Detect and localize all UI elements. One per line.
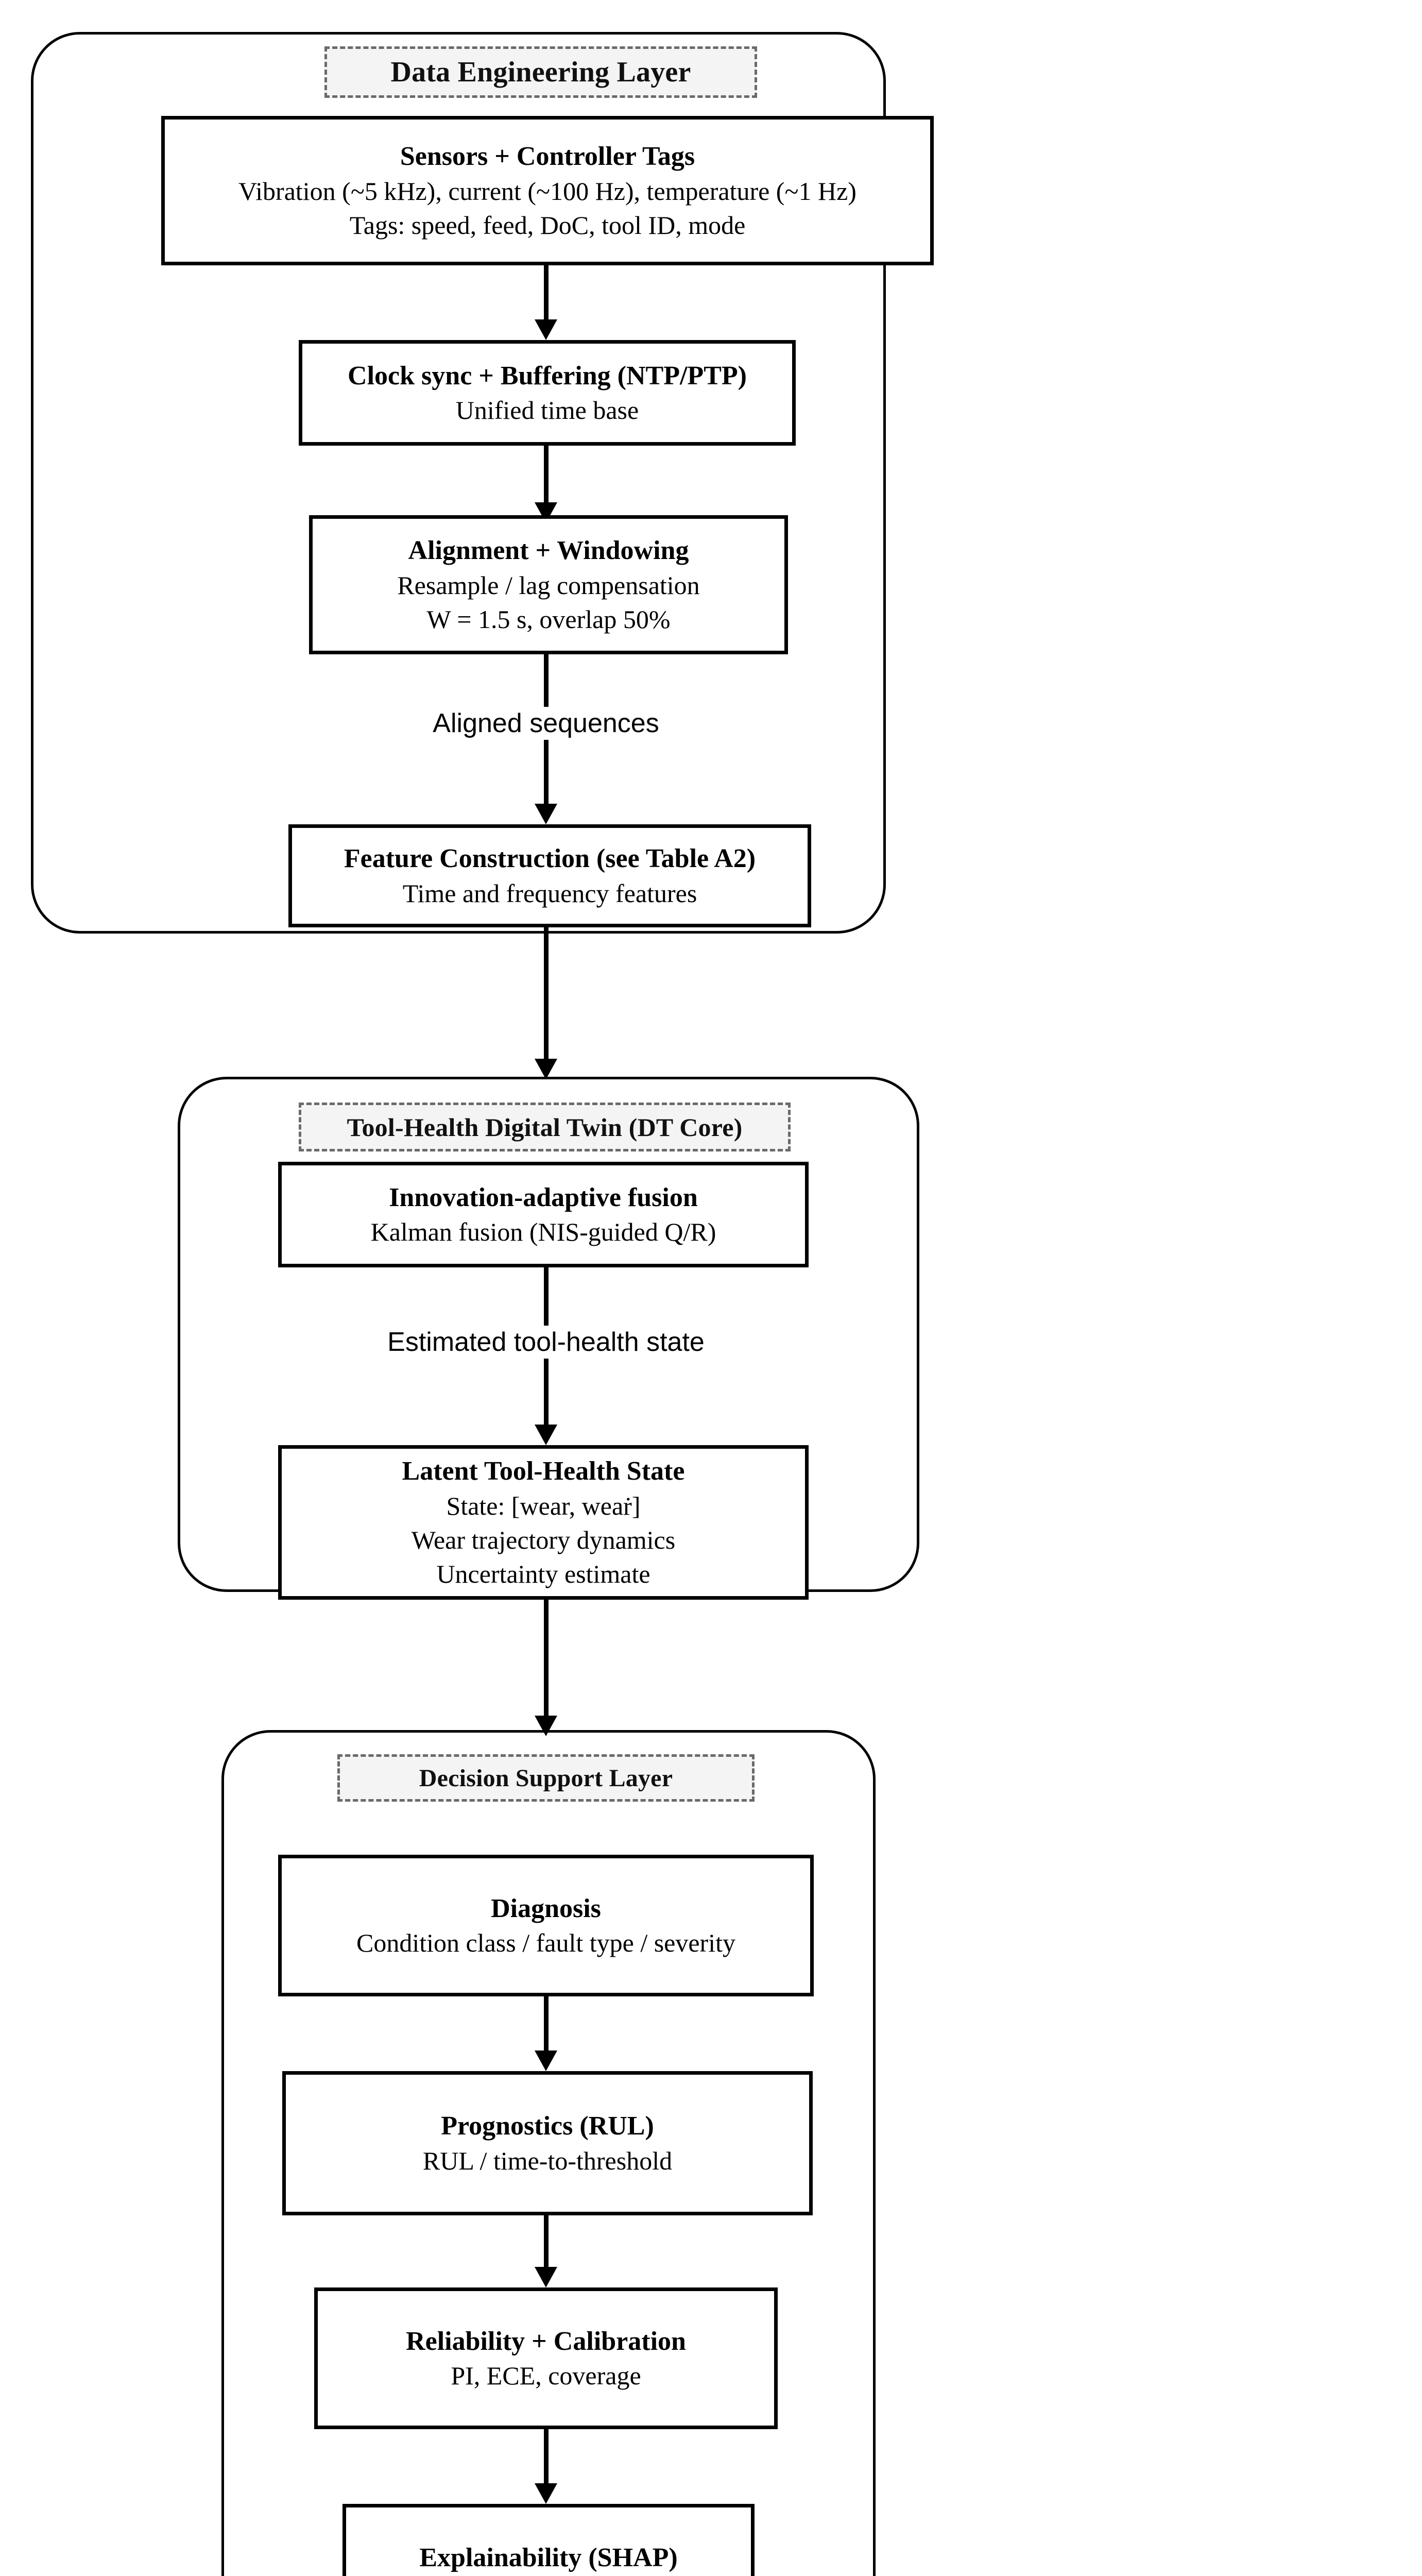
layer-title-text-decision-support: Decision Support Layer: [419, 1764, 673, 1792]
node-sub-alignment-windowing-2: W = 1.5 s, overlap 50%: [426, 604, 671, 634]
node-sub-feature-construction-1: Time and frequency features: [402, 878, 697, 908]
node-prognostics-rul[interactable]: Prognostics (RUL) RUL / time-to-threshol…: [282, 2071, 813, 2215]
node-title-feature-construction: Feature Construction (see Table A2): [344, 844, 756, 874]
layer-container-decision-support: [221, 1730, 876, 2576]
node-explainability-shap[interactable]: Explainability (SHAP) Feature attributio…: [342, 2504, 755, 2576]
node-sensors-controller-tags[interactable]: Sensors + Controller Tags Vibration (~5 …: [161, 116, 934, 265]
node-title-prognostics-rul: Prognostics (RUL): [441, 2111, 654, 2141]
node-sub-latent-tool-health-state-1: State: [wear, weaṙ]: [446, 1491, 641, 1520]
node-title-explainability-shap: Explainability (SHAP): [419, 2543, 678, 2572]
node-sub-clock-sync-buffering-1: Unified time base: [455, 396, 639, 425]
layer-title-text-data-engineering: Data Engineering Layer: [390, 56, 691, 88]
node-innovation-adaptive-fusion[interactable]: Innovation-adaptive fusion Kalman fusion…: [278, 1162, 809, 1267]
node-reliability-calibration[interactable]: Reliability + Calibration PI, ECE, cover…: [314, 2287, 778, 2429]
node-title-diagnosis: Diagnosis: [491, 1893, 601, 1923]
node-sub-latent-tool-health-state-2: Wear trajectory dynamics: [411, 1525, 676, 1554]
node-alignment-windowing[interactable]: Alignment + Windowing Resample / lag com…: [309, 515, 788, 654]
node-sub-latent-tool-health-state-3: Uncertainty estimate: [436, 1559, 650, 1588]
node-sub-reliability-calibration-1: PI, ECE, coverage: [451, 2361, 641, 2391]
edge-label-text-aligned-sequences: Aligned sequences: [433, 708, 659, 738]
layer-title-data-engineering: Data Engineering Layer: [324, 46, 757, 98]
layer-container-data-engineering: [31, 32, 886, 934]
node-title-reliability-calibration: Reliability + Calibration: [406, 2326, 686, 2356]
edge-label-aligned-sequences: Aligned sequences: [420, 707, 672, 740]
node-diagnosis[interactable]: Diagnosis Condition class / fault type /…: [278, 1855, 814, 1996]
layer-title-text-dt-core: Tool-Health Digital Twin (DT Core): [347, 1112, 743, 1142]
node-title-alignment-windowing: Alignment + Windowing: [408, 536, 689, 566]
node-sub-diagnosis-1: Condition class / fault type / severity: [356, 1928, 735, 1958]
node-feature-construction[interactable]: Feature Construction (see Table A2) Time…: [288, 824, 811, 927]
layer-title-dt-core: Tool-Health Digital Twin (DT Core): [299, 1103, 791, 1151]
edge-label-text-estimated-tool-health-state: Estimated tool-health state: [387, 1327, 705, 1357]
node-title-latent-tool-health-state: Latent Tool-Health State: [402, 1456, 685, 1486]
node-sub-alignment-windowing-1: Resample / lag compensation: [397, 570, 700, 600]
node-title-sensors-controller-tags: Sensors + Controller Tags: [400, 142, 695, 172]
node-clock-sync-buffering[interactable]: Clock sync + Buffering (NTP/PTP) Unified…: [299, 340, 796, 446]
node-title-clock-sync-buffering: Clock sync + Buffering (NTP/PTP): [348, 361, 747, 391]
layer-title-decision-support: Decision Support Layer: [337, 1754, 755, 1802]
node-sub-innovation-adaptive-fusion-1: Kalman fusion (NIS-guided Q/R): [370, 1217, 716, 1247]
node-title-innovation-adaptive-fusion: Innovation-adaptive fusion: [389, 1182, 698, 1212]
node-sub-sensors-controller-tags-1: Vibration (~5 kHz), current (~100 Hz), t…: [238, 176, 856, 206]
edge-label-estimated-tool-health-state: Estimated tool-health state: [373, 1326, 718, 1359]
node-sub-prognostics-rul-1: RUL / time-to-threshold: [422, 2146, 673, 2175]
node-latent-tool-health-state[interactable]: Latent Tool-Health State State: [wear, w…: [278, 1445, 809, 1600]
node-sub-sensors-controller-tags-2: Tags: speed, feed, DoC, tool ID, mode: [349, 210, 746, 240]
